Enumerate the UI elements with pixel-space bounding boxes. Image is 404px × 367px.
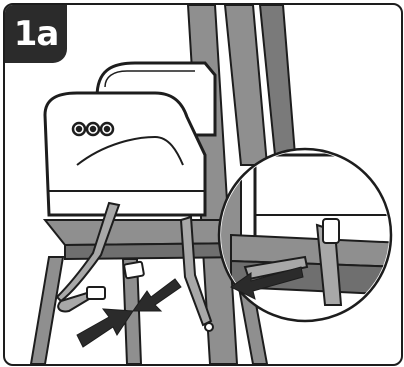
buckle-icon xyxy=(86,260,145,300)
detail-circle-callout xyxy=(217,147,393,323)
pull-arrow-icon xyxy=(230,266,304,300)
booster-base xyxy=(43,91,207,217)
dial-buttons xyxy=(71,121,115,137)
illustration-frame: 1a xyxy=(3,3,403,366)
booster-seat-illustration xyxy=(29,5,393,364)
step-badge: 1a xyxy=(5,5,67,63)
strap-left xyxy=(55,201,121,313)
push-arrow-icon xyxy=(76,278,182,348)
strap-right xyxy=(179,215,214,332)
